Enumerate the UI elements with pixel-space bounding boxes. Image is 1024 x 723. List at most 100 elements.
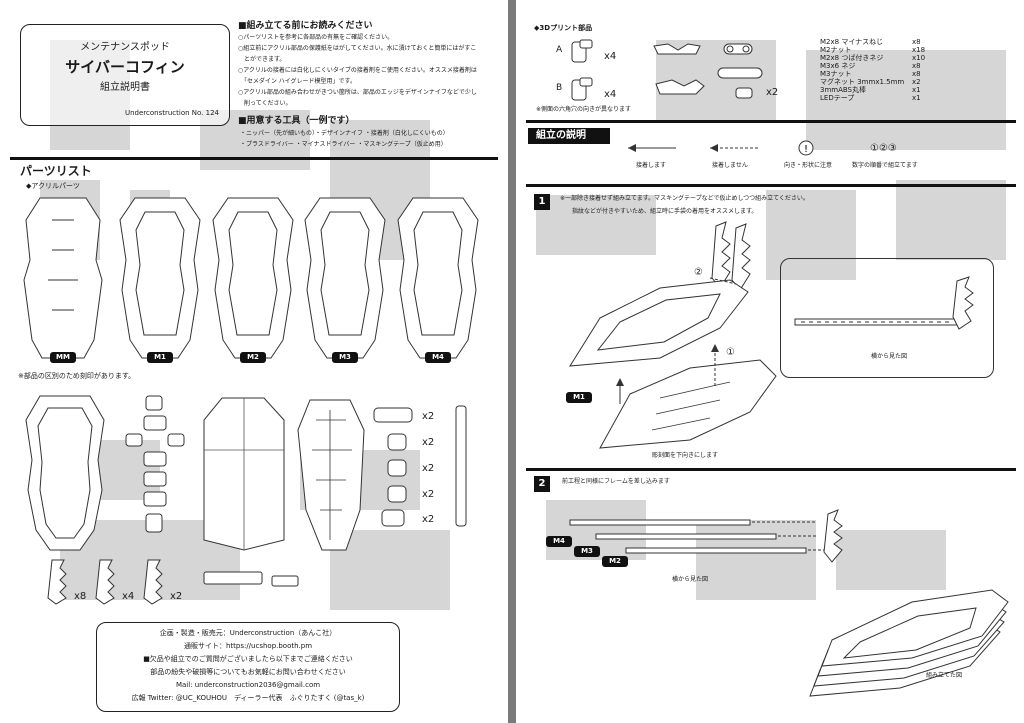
acrylic-parts-label: ◆アクリルパーツ [26, 182, 80, 190]
count-label: x2 [170, 591, 183, 602]
frame-part-m2 [212, 197, 294, 359]
hardware-name: マグネット 3mmx1.5mm [820, 78, 905, 86]
step-number: 1 [534, 194, 550, 210]
contact-line: 広報 Twitter: @UC_KOUHOU ディーラー代表 ふぐりたすく (@… [131, 694, 365, 702]
side-view-drawing [794, 276, 974, 330]
assembled-stack-drawing [809, 589, 1009, 697]
count-label: x2 [422, 463, 435, 474]
contact-box: 企画・製造・販売元：Underconstruction（あんこ社） 通販サイト：… [96, 622, 400, 712]
tools-heading: ■用意する工具（一例です） [238, 116, 355, 126]
title-doc: 組立説明書 [100, 82, 150, 93]
title-box: メンテナンスポッド サイバーコフィン 組立説明書 Underconstructi… [20, 24, 230, 126]
step2-line: 前工程と同様にフレームを差し込みます [562, 478, 670, 485]
printed-count-b: x4 [604, 89, 617, 100]
watermark-block [696, 520, 816, 600]
assembly-heading: 組立の説明 [528, 128, 610, 144]
svg-text:!: ! [804, 144, 808, 155]
contact-line: Mail: underconstruction2036@gmail.com [175, 681, 321, 689]
count-label: x2 [422, 437, 435, 448]
part-tag-m4: M4 [425, 352, 451, 363]
acrylic-parts-row-2 [25, 395, 467, 605]
watermark-block [330, 530, 450, 610]
title-main: サイバーコフィン [65, 58, 185, 76]
pin-part [735, 87, 753, 99]
hardware-qty: x8 [912, 62, 921, 70]
divider [526, 120, 1016, 123]
small-brackets-cluster [125, 395, 185, 533]
hardware-qty: x18 [912, 46, 926, 54]
before-line: ○アクリル部品の組み合わせがきつい箇所は、部品のエッジをデザインナイフなどで少し [238, 89, 477, 96]
step2-part-tag: M4 [546, 536, 572, 547]
contact-line: 企画・製造・販売元：Underconstruction（あんこ社） [159, 629, 337, 637]
before-line: ○アクリルの接着には白化しにくいタイプの接着剤をご使用ください。オススメ接着剤は [238, 67, 477, 74]
printed-part-a [571, 39, 593, 63]
divider [10, 157, 498, 160]
legend-label: 数字の順番で組立てます [852, 162, 918, 169]
hardware-qty: x1 [912, 94, 921, 102]
before-line: ○組立前にアクリル部品の保護紙をはがしてください。水に漬けておくと簡単にはがすこ [238, 45, 477, 52]
legend-symbols: ! [628, 140, 814, 156]
lid-part [203, 397, 285, 551]
link-part [723, 43, 753, 55]
step1-line: 指紋などが付きやすいため、組立時に手袋の着用をオススメします。 [572, 208, 758, 215]
printed-count-pin: x2 [766, 87, 779, 98]
left-page: メンテナンスポッド サイバーコフィン 組立説明書 Underconstructi… [0, 0, 508, 723]
printed-note: ※側面の六角穴の向きが異なります [536, 106, 632, 113]
part-tag-mm: MM [50, 352, 76, 363]
bracket-parts-column [373, 407, 413, 527]
count-label: x8 [74, 591, 87, 602]
assembled-caption: 組み立てた図 [926, 672, 963, 679]
step1-mark-1: ① [726, 347, 735, 358]
part-tag-m1: M1 [147, 352, 173, 363]
before-line: 「セメダイン ハイグレード模型用」です。 [238, 78, 356, 85]
hardware-name: M2x8 つば付きネジ [820, 54, 884, 62]
part-tag-m2: M2 [240, 352, 266, 363]
count-label: x2 [422, 489, 435, 500]
hardware-name: M3x6 ネジ [820, 62, 856, 70]
hardware-name: M2ナット [820, 46, 852, 54]
watermark-block [836, 530, 946, 590]
printed-parts-drawings [571, 39, 763, 101]
count-label: x2 [422, 514, 435, 525]
before-heading: ■組み立てる前にお読みください [238, 21, 373, 31]
side-view-box: 横から見た図 [780, 258, 994, 378]
legend-label: 接着します [636, 162, 667, 169]
part-tag-m3: M3 [332, 352, 358, 363]
title-number: Underconstruction No. 124 [125, 109, 219, 117]
legend-label: 向き・形状に注意 [784, 162, 833, 169]
outer-frame-part [25, 395, 105, 551]
divider [526, 468, 1016, 471]
watermark-block [896, 180, 1006, 260]
contact-line: ■欠品や組立でのご質問がございましたら以下までご連絡ください [143, 655, 353, 663]
before-line: ○パーツリストを参考に各部品の有無をご確認ください。 [238, 34, 394, 41]
printed-count-a: x4 [604, 51, 617, 62]
hardware-qty: x1 [912, 86, 921, 94]
step2-side-caption: 横から見た図 [672, 576, 709, 583]
printed-part-b [571, 77, 593, 101]
no-glue-arrow-icon [710, 144, 760, 152]
hardware-name: LEDテープ [820, 94, 855, 102]
upper-frame [569, 279, 749, 367]
legend-label: 接着しません [712, 162, 748, 169]
parts-list-heading: パーツリスト [20, 164, 92, 178]
hardware-qty: x8 [912, 70, 921, 78]
step1-part-tag: M1 [566, 392, 592, 403]
hardware-qty: x8 [912, 38, 921, 46]
step-number: 2 [534, 476, 550, 492]
hardware-qty: x10 [912, 54, 926, 62]
tools-line: ・ニッパー（先が細いもの）・デザインナイフ ・接着剤（白化しにくいもの） [240, 130, 449, 137]
step1-mark-2: ② [694, 267, 703, 278]
frame-part-mm [23, 197, 103, 359]
frame-part-m4 [397, 197, 479, 359]
count-label: x2 [422, 411, 435, 422]
before-line: 削ってください。 [238, 100, 292, 107]
legend-order-symbol: ①②③ [870, 143, 897, 154]
frame-part-m3 [304, 197, 386, 359]
contact-line: 通販サイト：https://ucshop.booth.pm [183, 642, 313, 650]
hardware-qty: x2 [912, 78, 921, 86]
contact-line: 部品の紛失や破損等についてもお気軽にお問い合わせください [150, 668, 346, 676]
step2-part-tag: M2 [602, 556, 628, 567]
step1-caption: 彫刻面を下向きにします [652, 452, 719, 459]
engraved-panel-part [297, 399, 365, 551]
parts-note: ※部品の区別のため刻印があります。 [18, 372, 136, 380]
